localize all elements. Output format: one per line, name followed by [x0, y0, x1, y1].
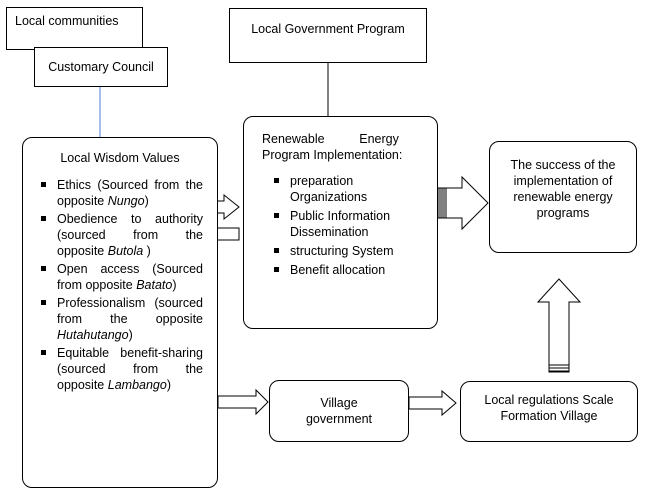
local-communities-label: Local communities: [15, 14, 119, 28]
wisdom-item: Obedience to authority (sourced from the…: [37, 211, 203, 259]
implementation-item: Public Information Dissemination: [270, 208, 421, 240]
wisdom-item-text: Obedience to authority (sourced from the…: [57, 212, 203, 258]
wisdom-item-suffix: ): [144, 194, 149, 208]
wisdom-item-text: Equitable benefit-sharing (sourced from …: [57, 346, 203, 392]
village-government-box: Village government: [269, 380, 409, 442]
wisdom-item-suffix: ): [143, 244, 151, 258]
striped-arrow-implementation-to-success: [436, 175, 489, 231]
local-regulations-box: Local regulations Scale Formation Villag…: [460, 381, 638, 442]
arrow-wisdom-to-village: [217, 388, 269, 416]
wisdom-item-source: Nungo: [107, 194, 145, 208]
local-wisdom-values-title: Local Wisdom Values: [60, 151, 180, 165]
wisdom-item-text: Ethics (Sourced from the opposite: [57, 178, 203, 208]
implementation-title-line2: Program Implementation:: [262, 148, 403, 162]
wisdom-item-text: Professionalism (sourced from the opposi…: [57, 296, 203, 326]
implementation-item: preparation Organizations: [270, 173, 421, 205]
local-regulations-label: Local regulations Scale Formation Villag…: [484, 392, 614, 423]
implementation-box: Renewable Energy Program Implementation:…: [243, 116, 438, 329]
up-arrow-regulations-to-success: [536, 278, 582, 373]
success-box: The success of the implementation of ren…: [489, 141, 637, 253]
success-label: The success of the implementation of ren…: [510, 158, 616, 220]
local-government-program-label: Local Government Program: [251, 21, 405, 36]
local-government-program-box: Local Government Program: [229, 8, 427, 63]
wisdom-item: Ethics (Sourced from the opposite Nungo): [37, 177, 203, 209]
wisdom-item: Professionalism (sourced from the opposi…: [37, 295, 203, 343]
arrow-village-to-regulations: [408, 389, 457, 417]
implementation-item: structuring System: [270, 243, 421, 259]
implementation-item: Benefit allocation: [270, 262, 421, 278]
wisdom-item-source: Batato: [136, 278, 173, 292]
wisdom-item-text: Open access (Sourced from opposite: [57, 262, 203, 292]
wisdom-item-source: Hutahutango: [57, 328, 129, 342]
local-wisdom-values-list: Ethics (Sourced from the opposite Nungo)…: [37, 177, 203, 393]
wisdom-item: Equitable benefit-sharing (sourced from …: [37, 345, 203, 393]
village-government-label: Village government: [305, 396, 372, 426]
implementation-title-line1: Renewable Energy: [262, 132, 399, 146]
wisdom-item-source: Lambango: [107, 378, 167, 392]
wisdom-item-source: Butola: [107, 244, 144, 258]
wisdom-item-suffix: ): [128, 328, 133, 342]
customary-council-label: Customary Council: [48, 60, 154, 74]
wisdom-item-suffix: ): [172, 278, 177, 292]
customary-council-box: Customary Council: [34, 47, 168, 87]
local-communities-box: Local communities: [6, 7, 143, 50]
wisdom-item: Open access (Sourced from opposite Batat…: [37, 261, 203, 293]
local-wisdom-values-box: Local Wisdom Values Ethics (Sourced from…: [22, 137, 218, 488]
wisdom-item-suffix: ): [166, 378, 171, 392]
